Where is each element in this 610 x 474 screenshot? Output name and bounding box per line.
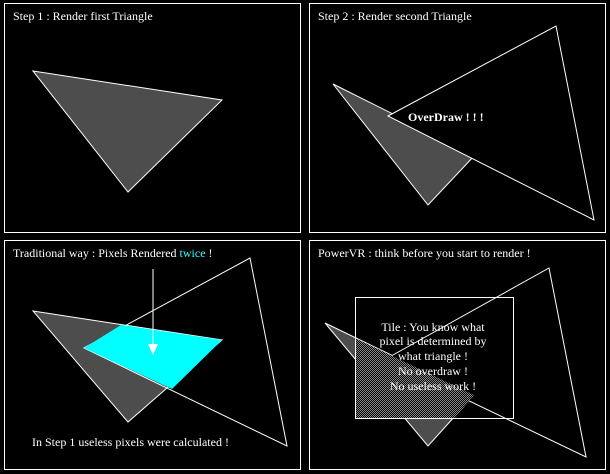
overdraw-callout: OverDraw ! ! ! [408, 110, 484, 124]
tile-hatched-area [355, 338, 474, 418]
title-part2: ! [206, 246, 213, 260]
panel-border [4, 3, 301, 233]
tile-line: pixel is determined by [380, 334, 487, 348]
tile-box [355, 297, 514, 419]
panel-border [309, 3, 606, 233]
second-triangle [386, 25, 595, 221]
panel-border [4, 240, 301, 470]
arrow-down [148, 269, 158, 355]
tile-line: No useless work ! [390, 379, 476, 393]
tile-line: No overdraw ! [398, 364, 468, 378]
panel-caption: In Step 1 useless pixels were calculated… [32, 435, 229, 449]
panel-title: Step 2 : Render second Triangle [318, 9, 472, 23]
panel-powervr: PowerVR : think before you start to rend… [309, 240, 606, 470]
tile-line: what triangle ! [398, 349, 468, 363]
panel-step-2: Step 2 : Render second Triangle OverDraw… [309, 3, 606, 233]
panel-title: PowerVR : think before you start to rend… [318, 246, 531, 260]
first-triangle [31, 70, 224, 193]
title-part1: Traditional way : Pixels Rendered [13, 246, 180, 260]
tile-text: Tile : You know what pixel is determined… [380, 320, 487, 393]
panel-title: Traditional way : Pixels Rendered twice … [13, 246, 213, 260]
panel-traditional: Traditional way : Pixels Rendered twice … [4, 240, 301, 470]
title-highlight: twice [180, 246, 206, 260]
panel-title: Step 1 : Render first Triangle [13, 9, 153, 23]
panel-step-1: Step 1 : Render first Triangle [4, 3, 301, 233]
second-triangle-outline [82, 257, 288, 447]
second-triangle [382, 267, 587, 458]
panel-border [309, 240, 606, 470]
overlap-region [84, 325, 222, 389]
tile-line: Tile : You know what [381, 320, 485, 334]
